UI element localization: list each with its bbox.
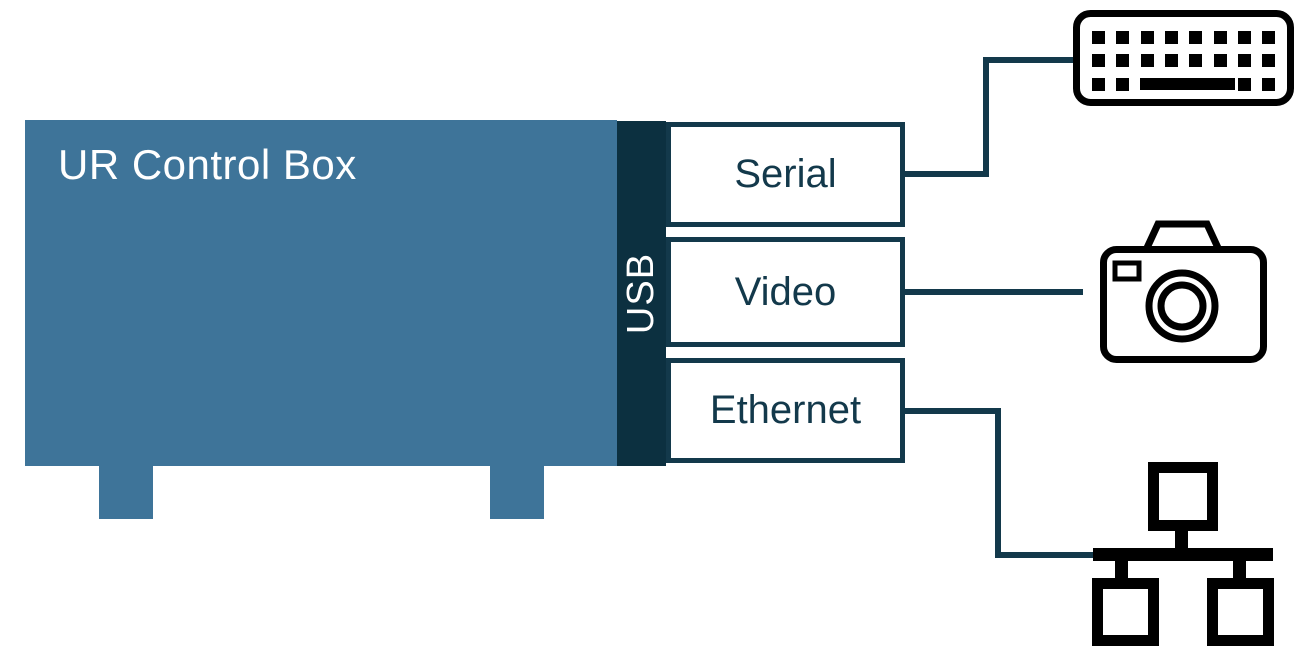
- network-right-node: [1207, 578, 1274, 646]
- keyboard-keys: [1092, 31, 1275, 91]
- camera-lens-inner: [1157, 281, 1207, 331]
- ethernet-adapter-box: Ethernet: [666, 358, 905, 463]
- serial-to-keyboard-connector-h2: [983, 57, 1074, 63]
- ur-control-box: UR Control Box: [25, 120, 617, 466]
- network-left-node: [1092, 578, 1159, 646]
- video-adapter-box: Video: [666, 237, 905, 347]
- keyboard-spacebar: [1140, 78, 1235, 90]
- network-icon: [1092, 462, 1274, 646]
- ethernet-adapter-label: Ethernet: [709, 388, 862, 432]
- usb-bus-label: USB: [620, 252, 663, 335]
- network-left-stem: [1115, 555, 1128, 583]
- ur-control-box-label: UR Control Box: [58, 141, 357, 188]
- network-top-node: [1148, 462, 1218, 531]
- video-adapter-label: Video: [734, 269, 837, 314]
- network-hub-bar: [1093, 548, 1273, 561]
- control-box-left-foot: [99, 466, 153, 519]
- keyboard-icon: [1073, 10, 1294, 106]
- usb-bus: USB: [617, 121, 666, 466]
- serial-adapter-label: Serial: [734, 152, 837, 196]
- network-top-stem: [1175, 525, 1188, 553]
- camera-icon: [1100, 220, 1267, 363]
- ethernet-to-network-connector-v: [995, 408, 1001, 558]
- ethernet-to-network-connector-h2: [995, 552, 1093, 558]
- camera-lens-outer: [1145, 269, 1219, 343]
- serial-to-keyboard-connector-h1: [905, 171, 989, 177]
- video-to-camera-connector: [905, 289, 1083, 295]
- ethernet-to-network-connector-h1: [905, 408, 1001, 414]
- camera-body: [1100, 246, 1267, 363]
- keyboard-body: [1073, 10, 1294, 106]
- serial-adapter-box: Serial: [666, 122, 905, 227]
- camera-flash: [1112, 260, 1142, 282]
- network-right-stem: [1233, 555, 1246, 583]
- control-box-right-foot: [490, 466, 544, 519]
- serial-to-keyboard-connector-v: [983, 57, 989, 177]
